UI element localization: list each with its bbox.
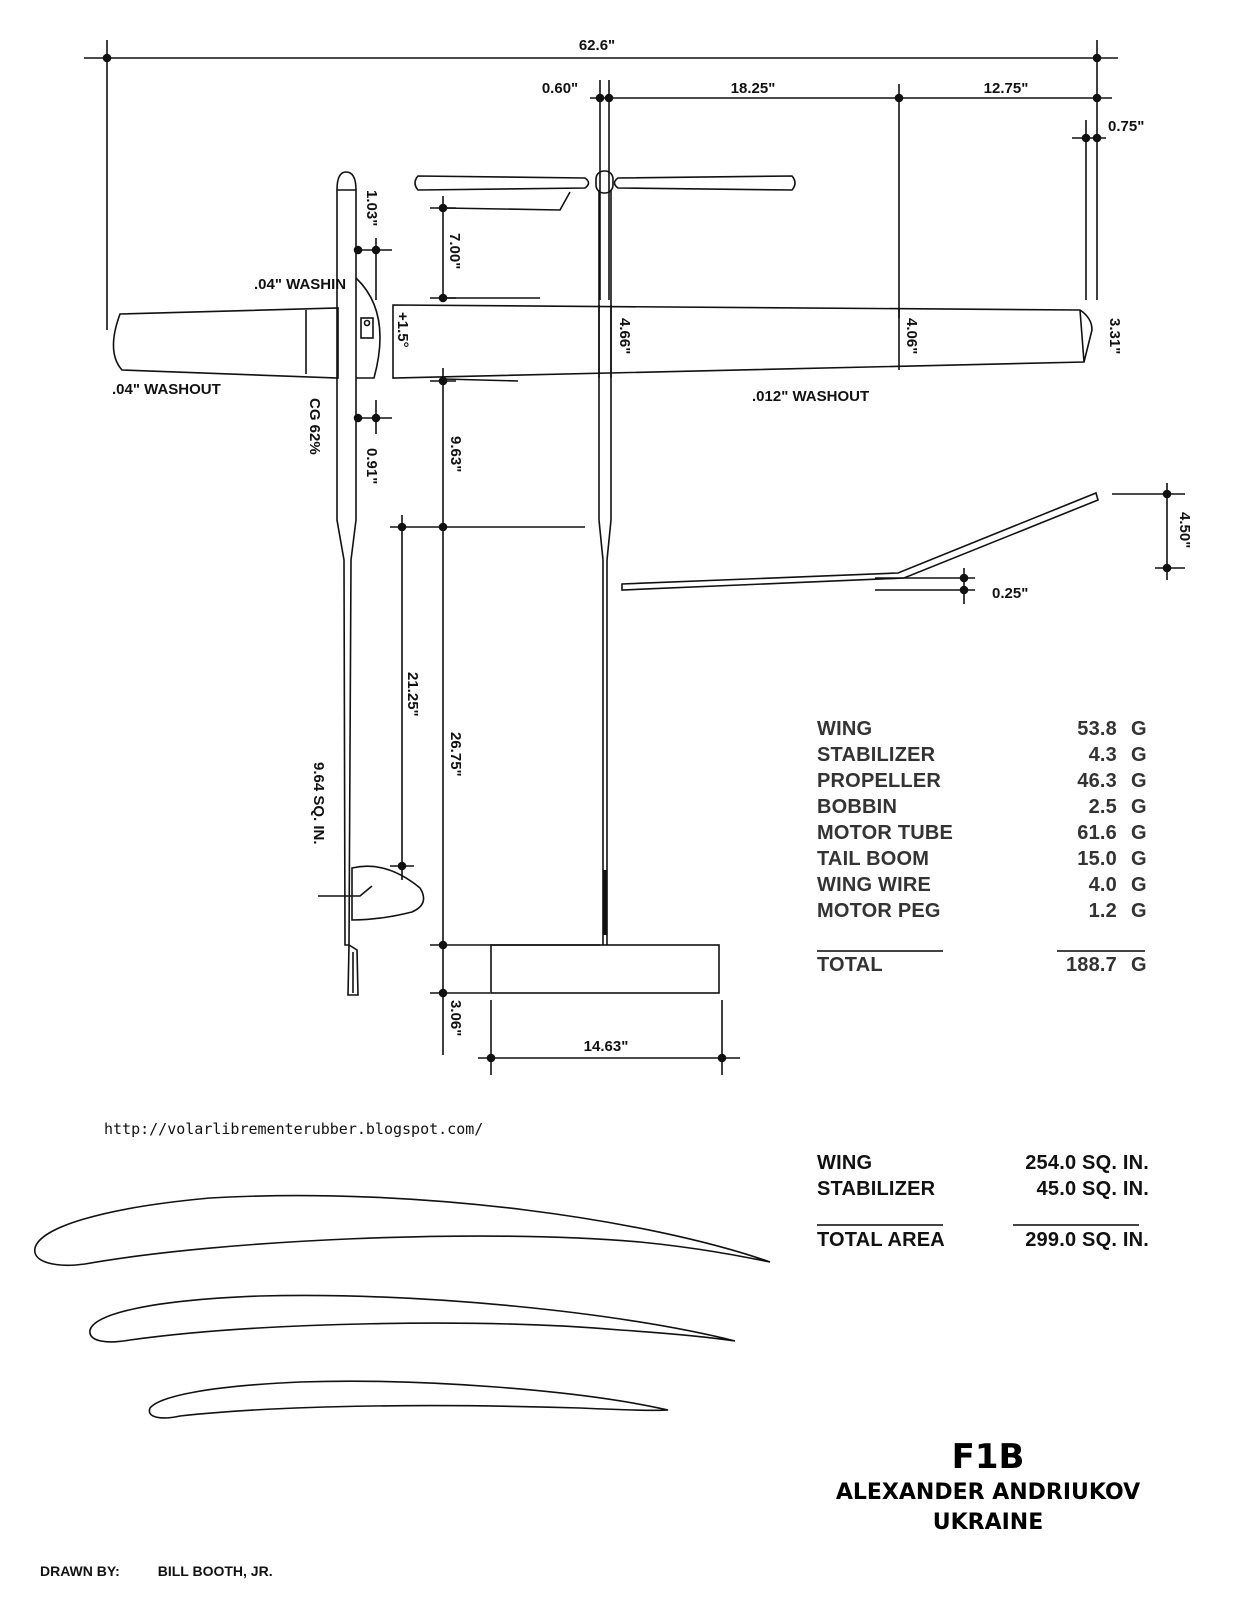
stab-chord-label: 3.06" — [447, 1000, 464, 1036]
weights-rule-left — [817, 950, 943, 952]
drawn-by-name: BILL BOOTH, JR. — [157, 1563, 273, 1579]
airfoil-mid — [89, 1294, 736, 1343]
left-wing-tip — [112, 307, 339, 379]
weight-unit: G — [1131, 900, 1147, 922]
fin-area-label: 9.64 SQ. IN. — [310, 762, 327, 845]
weight-value: 2.5 — [1088, 796, 1117, 818]
drawn-by: DRAWN BY: BILL BOOTH, JR. — [40, 1563, 273, 1579]
weight-name: WING — [817, 718, 873, 740]
dihedral-low-label: 0.25" — [992, 585, 1028, 602]
airfoil-tip — [148, 1380, 669, 1419]
weight-name: STABILIZER — [817, 744, 936, 766]
areas-rule-right — [1013, 1224, 1139, 1226]
stab-span-label: 14.63" — [584, 1038, 629, 1055]
weight-value: 4.0 — [1088, 874, 1117, 896]
panel-dimension-line — [590, 80, 1112, 318]
area-row: WING 254.0 SQ. IN. — [817, 1152, 1157, 1178]
source-url[interactable]: http://volarlibrementerubber.blogspot.co… — [104, 1120, 484, 1138]
weight-unit: G — [1131, 796, 1147, 818]
area-total-value: 299.0 SQ. IN. — [1025, 1229, 1149, 1251]
weight-value: 4.3 — [1088, 744, 1117, 766]
weight-name: PROPELLER — [817, 770, 942, 792]
area-value: 45.0 SQ. IN. — [1036, 1178, 1149, 1200]
weights-rule-right — [1057, 950, 1145, 952]
weight-row: STABILIZER 4.3 G — [817, 744, 1157, 770]
weight-row: BOBBIN 2.5 G — [817, 796, 1157, 822]
area-name: STABILIZER — [817, 1178, 936, 1200]
dihedral-high-label: 4.50" — [1176, 512, 1193, 548]
drawn-by-label: DRAWN BY: — [40, 1563, 120, 1579]
stabilizer-planform — [478, 944, 740, 1075]
weight-value: 1.2 — [1088, 900, 1117, 922]
country-name: UKRAINE — [932, 1510, 1044, 1535]
span-dimension — [84, 40, 1118, 330]
weight-name: MOTOR TUBE — [817, 822, 954, 844]
wing-incidence-label: +1.5° — [394, 312, 411, 348]
panel-chord-label: 4.06" — [903, 318, 920, 354]
weight-unit: G — [1131, 744, 1147, 766]
tip-chord-label: 3.31" — [1106, 318, 1123, 354]
tip-offset-label: 0.75" — [1108, 118, 1144, 135]
wing-to-boom-label: 9.63" — [447, 436, 464, 472]
weight-row: MOTOR PEG 1.2 G — [817, 900, 1157, 926]
weight-unit: G — [1131, 718, 1147, 740]
wing-planform — [392, 297, 1093, 382]
prop-to-wing-label: 7.00" — [446, 233, 463, 269]
airfoil-sections — [34, 1194, 771, 1419]
inner-panel-label: 18.25" — [731, 80, 776, 97]
designer-name: ALEXANDER ANDRIUKOV — [835, 1480, 1141, 1505]
weight-unit: G — [1131, 822, 1147, 844]
weight-name: BOBBIN — [817, 796, 898, 818]
area-total-row: TOTAL AREA 299.0 SQ. IN. — [817, 1229, 1157, 1255]
cg-offset-label: 0.91" — [363, 448, 380, 484]
areas-rule-left — [817, 1224, 943, 1226]
weight-total-row: TOTAL 188.7 G — [817, 954, 1157, 980]
weight-unit: G — [1131, 848, 1147, 870]
area-row: STABILIZER 45.0 SQ. IN. — [817, 1178, 1157, 1204]
weights-table: WING 53.8 G STABILIZER 4.3 G PROPELLER 4… — [817, 718, 1157, 980]
outer-panel-label: 12.75" — [984, 80, 1029, 97]
weight-name: WING WIRE — [817, 874, 932, 896]
weight-unit: G — [1131, 874, 1147, 896]
weight-total-unit: G — [1131, 954, 1147, 976]
cg-label: CG 62% — [306, 398, 323, 455]
longitudinal-dimensions — [390, 196, 600, 1055]
tip-offset-dimension — [1072, 120, 1106, 300]
weight-row: MOTOR TUBE 61.6 G — [817, 822, 1157, 848]
weight-value: 61.6 — [1077, 822, 1117, 844]
area-total-name: TOTAL AREA — [817, 1229, 945, 1251]
span-label: 62.6" — [579, 37, 615, 54]
weight-value: 53.8 — [1077, 718, 1117, 740]
area-value: 254.0 SQ. IN. — [1025, 1152, 1149, 1174]
areas-table: WING 254.0 SQ. IN. STABILIZER 45.0 SQ. I… — [817, 1152, 1157, 1252]
fin-position-label: 21.25" — [404, 672, 421, 717]
washout-left-label: .04" WASHOUT — [112, 381, 221, 398]
weight-total-name: TOTAL — [817, 954, 883, 976]
weight-unit: G — [1131, 770, 1147, 792]
fuselage-side-view — [318, 171, 425, 996]
weight-name: TAIL BOOM — [817, 848, 930, 870]
area-name: WING — [817, 1152, 873, 1174]
root-chord-label: 4.66" — [616, 318, 633, 354]
tail-moment-label: 26.75" — [447, 732, 464, 777]
weight-row: PROPELLER 46.3 G — [817, 770, 1157, 796]
washout-right-label: .012" WASHOUT — [752, 388, 869, 405]
nose-length-label: 1.03" — [363, 190, 380, 226]
title-block: F1B ALEXANDER ANDRIUKOV UKRAINE — [800, 1436, 1176, 1538]
center-offset-label: 0.60" — [542, 80, 578, 97]
washin-label: .04" WASHIN — [254, 276, 346, 293]
weight-name: MOTOR PEG — [817, 900, 941, 922]
fuselage-top-view — [598, 190, 612, 945]
weight-row: TAIL BOOM 15.0 G — [817, 848, 1157, 874]
model-name: F1B — [951, 1437, 1025, 1477]
weight-value: 46.3 — [1077, 770, 1117, 792]
dihedral-front-view — [621, 483, 1185, 604]
propeller — [414, 170, 796, 211]
weight-total-value: 188.7 — [1065, 954, 1117, 976]
airfoil-root — [34, 1194, 771, 1267]
weight-row: WING 53.8 G — [817, 718, 1157, 744]
weight-row: WING WIRE 4.0 G — [817, 874, 1157, 900]
weight-value: 15.0 — [1077, 848, 1117, 870]
